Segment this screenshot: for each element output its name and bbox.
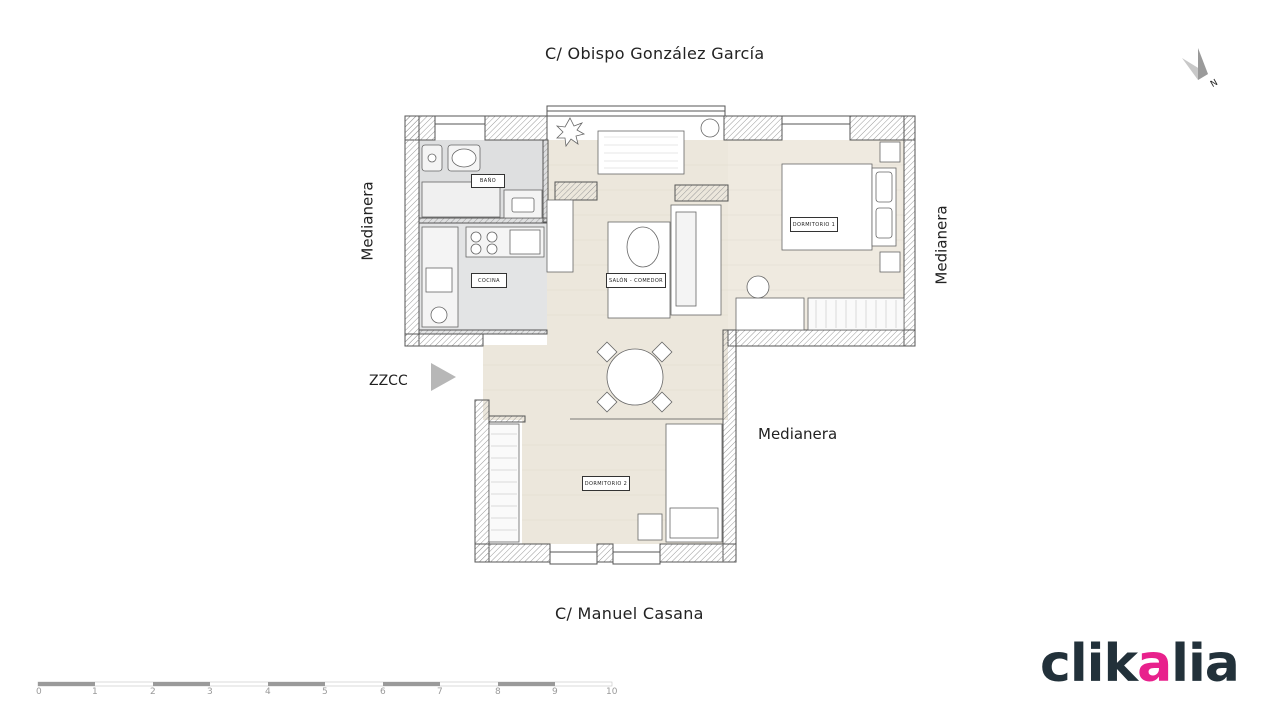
- wall-bath-kitchen: [418, 217, 548, 224]
- dining-table: [606, 348, 664, 406]
- scale-tick: 1: [92, 687, 98, 697]
- street-bottom-label: C/ Manuel Casana: [555, 604, 704, 623]
- bedroom2-furniture: [488, 418, 723, 543]
- side-table: [700, 118, 720, 138]
- scale-tick: 5: [322, 687, 328, 697]
- entrance-arrow-icon: [431, 363, 456, 391]
- scale-tick: 9: [552, 687, 558, 697]
- walls: [404, 115, 916, 563]
- wall-partition2: [674, 184, 729, 202]
- wall-partition: [554, 181, 598, 201]
- brand-logo-end: lia: [1171, 634, 1240, 694]
- wall-bed2-bottom-right: [659, 543, 737, 563]
- wall-right: [903, 115, 916, 347]
- wall-right-bottom: [727, 329, 916, 347]
- room-label-bedroom1: DORMITORIO 1: [790, 217, 838, 232]
- wall-bed2-left: [474, 399, 490, 563]
- wall-top-right: [723, 115, 783, 141]
- brand-logo: clikalia: [1040, 634, 1240, 694]
- wall-living-bed1: [722, 329, 737, 563]
- bed1: [781, 163, 873, 251]
- desk: [735, 297, 805, 331]
- wall-bed2-bottom-left: [474, 543, 551, 563]
- neighbor-bottom-right-label: Medianera: [758, 425, 838, 443]
- room-label-living: SALÓN - COMEDOR: [606, 273, 666, 288]
- tv-unit: [546, 199, 574, 273]
- wall-hall-bed2: [488, 415, 526, 423]
- entrance-label: ZZCC: [369, 373, 408, 389]
- rug: [597, 130, 685, 175]
- room-label-bedroom2: DORMITORIO 2: [582, 476, 630, 491]
- window-bath: [434, 115, 486, 125]
- scale-tick: 8: [495, 687, 501, 697]
- window-bed1: [781, 115, 851, 125]
- scale-tick: 0: [36, 687, 42, 697]
- wall-kitchen-bottom: [418, 329, 548, 335]
- wall-bed2-bottom-mid: [596, 543, 614, 563]
- window-bed2-b: [612, 551, 661, 565]
- brand-logo-accent: a: [1137, 634, 1172, 694]
- window-bed2-a: [549, 551, 598, 565]
- scale-tick: 3: [207, 687, 213, 697]
- wall-top-mid: [484, 115, 548, 141]
- wall-left-bottom: [404, 333, 484, 347]
- scale-bar: [37, 681, 613, 687]
- scale-tick: 7: [437, 687, 443, 697]
- coffee-table: [626, 226, 660, 268]
- wall-bath-right: [542, 139, 549, 223]
- windows: [434, 105, 851, 565]
- bedroom1-furniture: [735, 141, 905, 331]
- scale-tick: 4: [265, 687, 271, 697]
- brand-logo-start: clik: [1040, 634, 1138, 694]
- room-label-kitchen: COCINA: [471, 273, 507, 288]
- street-top-label: C/ Obispo González García: [545, 44, 765, 63]
- scale-tick: 10: [606, 687, 618, 697]
- kitchen-fixtures: [421, 226, 545, 328]
- room-label-bathroom: BAÑO: [471, 174, 505, 188]
- scale-tick: 2: [150, 687, 156, 697]
- plant: [555, 117, 586, 148]
- scale-tick: 6: [380, 687, 386, 697]
- living-furniture: [546, 117, 722, 413]
- wardrobe2: [488, 423, 520, 543]
- north-arrow-icon: [1178, 44, 1228, 99]
- wall-left: [404, 115, 420, 347]
